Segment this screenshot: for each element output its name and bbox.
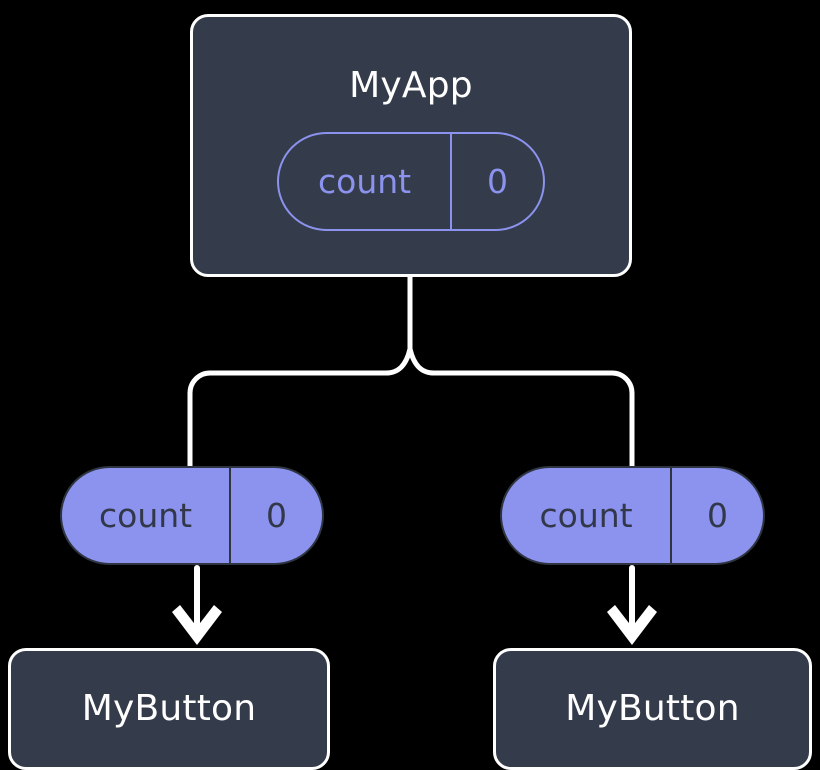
branch-bar-right xyxy=(407,346,635,473)
arrow-right xyxy=(607,565,657,645)
state-pill-value: 0 xyxy=(450,134,543,229)
component-card-mybutton-left[interactable]: MyButton xyxy=(8,648,330,770)
prop-pill-value: 0 xyxy=(229,468,322,563)
state-pill-key: count xyxy=(317,162,412,201)
component-title-myapp: MyApp xyxy=(349,65,473,106)
component-title-mybutton-left: MyButton xyxy=(81,688,257,729)
prop-pill-key: count xyxy=(99,496,193,535)
branch-bar-left xyxy=(187,346,413,473)
prop-pill-right-count[interactable]: count 0 xyxy=(500,466,765,565)
prop-pill-left-count[interactable]: count 0 xyxy=(60,466,324,565)
arrow-left xyxy=(172,565,222,645)
state-pill-myapp-count[interactable]: count 0 xyxy=(277,132,545,231)
component-title-mybutton-right: MyButton xyxy=(565,688,740,729)
prop-pill-value: 0 xyxy=(670,468,763,563)
prop-pill-key: count xyxy=(539,496,633,535)
component-card-mybutton-right[interactable]: MyButton xyxy=(493,648,812,770)
